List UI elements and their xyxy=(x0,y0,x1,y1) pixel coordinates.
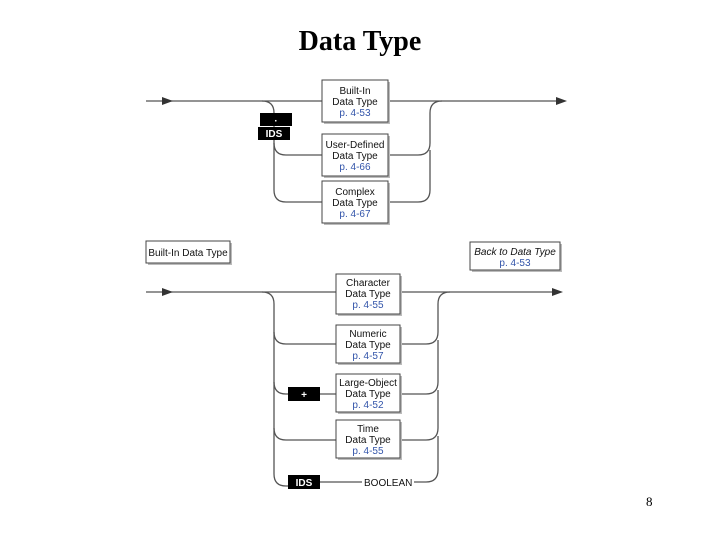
box-character-data-type[interactable]: Character Data Type p. 4-55 xyxy=(335,273,402,316)
svg-text:Numeric: Numeric xyxy=(349,329,386,340)
top-tag-dot-text: · xyxy=(274,116,277,127)
bottom-branch-time-left xyxy=(273,427,336,441)
top-tag-ids-text: IDS xyxy=(266,129,283,140)
svg-text:Back to Data Type: Back to Data Type xyxy=(474,247,556,258)
box-numeric-data-type[interactable]: Numeric Data Type p. 4-57 xyxy=(335,324,402,365)
bottom-tag-plus xyxy=(288,387,320,401)
box-user-defined-data-type[interactable]: User-Defined Data Type p. 4-66 xyxy=(321,133,390,178)
svg-text:p. 4-55: p. 4-55 xyxy=(352,446,384,457)
box-built-in-data-type[interactable]: Built-In Data Type p. 4-53 xyxy=(321,79,390,124)
bottom-tag-plus-text: + xyxy=(301,390,307,401)
label-built-in-data-type: Built-In Data Type xyxy=(145,240,232,265)
box-large-object-data-type[interactable]: Large-Object Data Type p. 4-52 xyxy=(335,373,402,414)
svg-text:User-Defined: User-Defined xyxy=(326,140,385,151)
svg-text:Complex: Complex xyxy=(335,187,374,198)
box-time-data-type[interactable]: Time Data Type p. 4-55 xyxy=(335,419,402,460)
bottom-exit-arrow-icon xyxy=(552,288,563,296)
svg-text:Built-In Data Type: Built-In Data Type xyxy=(148,248,228,259)
page-number: 8 xyxy=(646,494,653,509)
svg-text:p. 4-67: p. 4-67 xyxy=(339,209,371,220)
top-left-branch xyxy=(261,100,322,203)
svg-text:p. 4-52: p. 4-52 xyxy=(352,400,384,411)
top-diagram: · IDS Built-In Data Type p. 4-53 User-De… xyxy=(146,79,567,225)
svg-text:Character: Character xyxy=(346,278,391,289)
svg-text:Data Type: Data Type xyxy=(345,289,391,300)
bottom-branch-lob-right xyxy=(402,340,439,395)
top-tag-dot xyxy=(260,113,292,126)
bottom-branch-numeric-left xyxy=(273,331,336,345)
top-right-branch-2 xyxy=(390,150,431,203)
box-complex-data-type[interactable]: Complex Data Type p. 4-67 xyxy=(321,180,390,225)
boolean-keyword: BOOLEAN xyxy=(364,478,412,489)
svg-text:p. 4-55: p. 4-55 xyxy=(352,300,384,311)
bottom-diagram: Character Data Type p. 4-55 Numeric Data… xyxy=(146,273,563,489)
svg-text:p. 4-66: p. 4-66 xyxy=(339,162,371,173)
top-entry-arrow-icon xyxy=(162,97,173,105)
svg-text:Data Type: Data Type xyxy=(345,340,391,351)
svg-text:p. 4-53: p. 4-53 xyxy=(499,258,531,269)
page-title: Data Type xyxy=(298,26,422,57)
bottom-entry-arrow-icon xyxy=(162,288,173,296)
svg-text:p. 4-53: p. 4-53 xyxy=(339,108,371,119)
svg-text:Large-Object: Large-Object xyxy=(339,378,397,389)
svg-text:Data Type: Data Type xyxy=(332,198,378,209)
bottom-right-branch xyxy=(402,291,451,345)
bottom-branch-lob-left xyxy=(273,381,336,395)
top-left-branch-2 xyxy=(273,142,322,156)
back-to-data-type-link[interactable]: Back to Data Type p. 4-53 xyxy=(469,241,562,272)
svg-text:p. 4-57: p. 4-57 xyxy=(352,351,384,362)
svg-text:Data Type: Data Type xyxy=(332,151,378,162)
bottom-tag-ids-text: IDS xyxy=(296,478,313,489)
svg-text:Built-In: Built-In xyxy=(339,86,370,97)
top-right-branch xyxy=(390,100,443,156)
top-tag-ids xyxy=(258,127,290,140)
bottom-branch-boolean-right xyxy=(414,436,439,483)
svg-text:Data Type: Data Type xyxy=(345,389,391,400)
svg-text:Data Type: Data Type xyxy=(332,97,378,108)
svg-text:Time: Time xyxy=(357,424,379,435)
top-exit-arrow-icon xyxy=(556,97,567,105)
bottom-branch-time-right xyxy=(402,390,439,441)
svg-text:Data Type: Data Type xyxy=(345,435,391,446)
bottom-tag-ids xyxy=(288,475,320,489)
bottom-left-branch xyxy=(261,291,288,487)
